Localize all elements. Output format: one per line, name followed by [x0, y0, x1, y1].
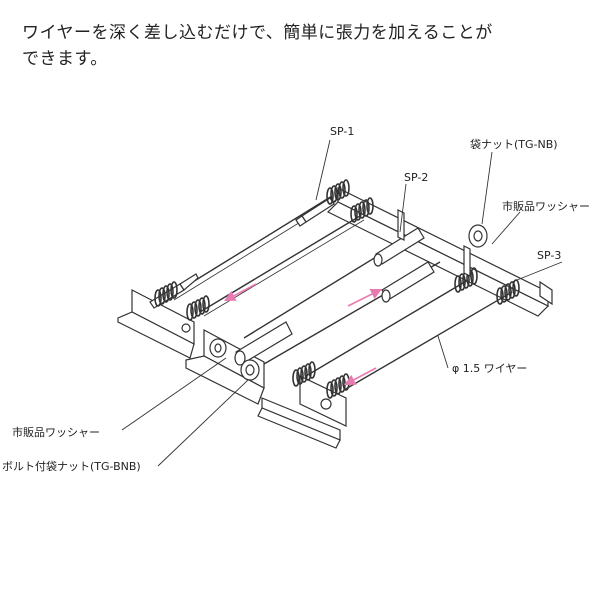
- label-sp2: SP-2: [404, 171, 428, 184]
- bolt-cap-nut-bottom: [209, 338, 260, 381]
- cap-nut-top: [468, 224, 488, 248]
- left-angle-bracket: [117, 289, 195, 359]
- label-wire: φ 1.5 ワイヤー: [452, 362, 527, 375]
- bracket-tabs: [397, 209, 471, 277]
- leader-lines: [121, 139, 563, 467]
- front-angle-bracket: [257, 375, 347, 449]
- label-bolt-cap-nut: ボルト付袋ナット(TG-BNB): [2, 459, 141, 473]
- arrow-left: [224, 283, 257, 302]
- intro-line-2: できます。: [22, 49, 108, 69]
- label-sp1: SP-1: [330, 125, 354, 138]
- arrow-center: [347, 288, 383, 307]
- label-sp3: SP-3: [537, 249, 561, 262]
- label-cap-nut: 袋ナット(TG-NB): [470, 137, 558, 151]
- arrow-right: [344, 367, 377, 386]
- back-angle-bracket: [326, 187, 553, 317]
- sp2-rod: [234, 227, 435, 366]
- intro-line-1: ワイヤーを深く差し込むだけで、簡単に張力を加えることが: [22, 23, 493, 43]
- label-washer-bottom: 市販品ワッシャー: [12, 425, 100, 439]
- label-washer-top: 市販品ワッシャー: [502, 199, 590, 213]
- insertion-arrows: [224, 283, 383, 386]
- intro-text: ワイヤーを深く差し込むだけで、簡単に張力を加えることが できます。: [22, 20, 582, 72]
